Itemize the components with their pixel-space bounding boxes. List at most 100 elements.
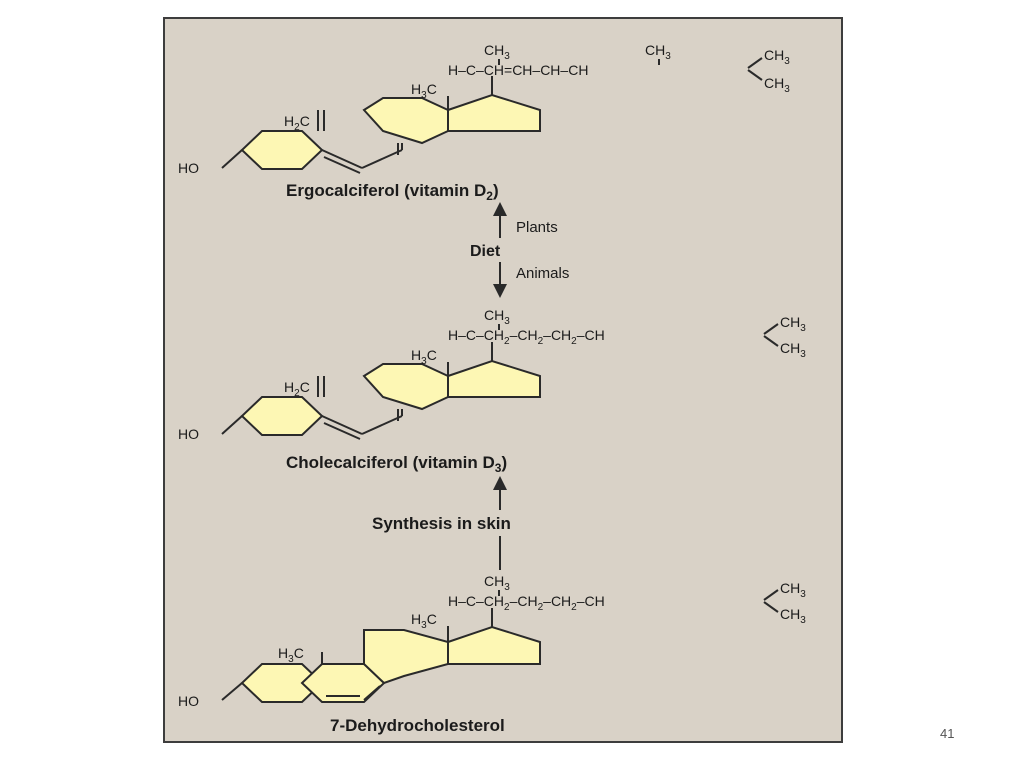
- sub-b: 3: [665, 51, 671, 62]
- hydroxyl-d3: HO: [178, 426, 199, 442]
- svg-text:CH3: CH3: [780, 580, 806, 600]
- diet-label: Diet: [470, 243, 501, 260]
- sub-o: 3: [800, 589, 806, 600]
- cholecalciferol-label: Cholecalciferol (vitamin D: [286, 453, 495, 472]
- methyl-c-d3: C: [427, 347, 437, 363]
- hydroxyl-d2: HO: [178, 160, 199, 176]
- sub-c: 3: [784, 56, 790, 67]
- svg-text:HO: HO: [178, 693, 199, 709]
- svg-text:Cholecalciferol (vitamin D3): Cholecalciferol (vitamin D3): [286, 453, 507, 475]
- side-chain-start-7dhc: H–C–CH: [448, 593, 504, 609]
- ring-c-d3: [362, 363, 449, 411]
- side-chain-ch-d3: –CH: [577, 327, 605, 343]
- ring-a-d2: [240, 130, 324, 170]
- plants-label: Plants: [516, 219, 558, 236]
- sub-d: 3: [784, 84, 790, 95]
- slide-number: 41: [940, 726, 955, 741]
- methyl-c-d2: C: [427, 81, 437, 97]
- sub-f: 2: [538, 336, 544, 347]
- svg-text:Ergocalciferol (vitamin D2): Ergocalciferol (vitamin D2): [286, 181, 499, 203]
- ring-a-d3: [240, 396, 324, 436]
- methyl-cd-sub: 3: [421, 620, 427, 631]
- sub-e: 2: [504, 336, 510, 347]
- svg-text:H2C: H2C: [284, 379, 310, 399]
- diet-arrows: Diet Plants Animals: [470, 202, 569, 298]
- methyl-h-d2: H: [411, 81, 421, 97]
- terminal-ch3-bottom-7dhc: CH: [780, 606, 800, 622]
- methylene-h-d2: H: [284, 113, 294, 129]
- sub-h: 3: [504, 316, 510, 327]
- methylene-c-d2: C: [300, 113, 310, 129]
- svg-text:H2C: H2C: [284, 113, 310, 133]
- methyl-h-d3: H: [411, 347, 421, 363]
- animals-label: Animals: [516, 265, 569, 282]
- methylene-c-d3: C: [300, 379, 310, 395]
- synthesis-label: Synthesis in skin: [372, 514, 511, 533]
- side-chain-d2: H–C–CH=CH–CH–CH: [448, 62, 588, 78]
- synthesis-arrow: Synthesis in skin: [372, 476, 511, 570]
- ring-d-d2: [447, 93, 541, 132]
- methyl-ab-c: C: [294, 645, 304, 661]
- side-chain-ch2b-7dhc: –CH: [543, 593, 571, 609]
- dehydrocholesterol-label: 7-Dehydrocholesterol: [330, 716, 505, 735]
- svg-text:HO: HO: [178, 160, 199, 176]
- dehydrocholesterol-structure: HO H3C H3C H–C–CH2–CH2–CH2–CH CH3 CH3 CH…: [178, 573, 806, 735]
- side-chain-ch2a-7dhc: –CH: [510, 593, 538, 609]
- terminal-ch3-bottom-d2: CH: [764, 75, 784, 91]
- methylene-h-d3: H: [284, 379, 294, 395]
- ring-d-7dhc: [447, 625, 541, 665]
- sub-g: 2: [571, 336, 577, 347]
- terminal-ch3-top-d3: CH: [780, 314, 800, 330]
- methylene-sub-d3: 2: [294, 388, 300, 399]
- ergocalciferol-sub: 2: [486, 189, 493, 203]
- side-chain-7dhc: H–C–CH2–CH2–CH2–CH: [448, 593, 605, 613]
- ring-d-d3: [447, 359, 541, 398]
- branch-ch3-d3: CH: [484, 307, 504, 323]
- methyl-cd-c: C: [427, 611, 437, 627]
- side-chain-ch-7dhc: –CH: [577, 593, 605, 609]
- svg-text:CH3: CH3: [780, 340, 806, 360]
- side-chain-d3: H–C–CH2–CH2–CH2–CH: [448, 327, 605, 347]
- svg-text:CH3: CH3: [764, 75, 790, 95]
- terminal-ch3-top-7dhc: CH: [780, 580, 800, 596]
- sub-n: 3: [504, 582, 510, 593]
- ring-c-d2: [362, 97, 449, 145]
- svg-text:H3C: H3C: [411, 347, 437, 367]
- terminal-ch3-bottom-d3: CH: [780, 340, 800, 356]
- sub-a: 3: [504, 51, 510, 62]
- ring-c-7dhc: [363, 629, 449, 685]
- side-chain-ch2a-d3: –CH: [510, 327, 538, 343]
- side-chain-ch2b-d3: –CH: [543, 327, 571, 343]
- branch-ch3-7dhc: CH: [484, 573, 504, 589]
- svg-text:CH3: CH3: [484, 42, 510, 62]
- cholecalciferol-structure: HO H2C H3C H–C–CH2–CH2–CH2–CH CH3 CH3 CH…: [178, 307, 806, 475]
- sub-l: 2: [538, 602, 544, 613]
- methylene-sub-d2: 2: [294, 122, 300, 133]
- cholecalciferol-sub: 3: [495, 461, 502, 475]
- terminal-ch3-top-d2: CH: [764, 47, 784, 63]
- branch-ch3-2-d2: CH: [645, 42, 665, 58]
- ergocalciferol-structure: HO H2C H3C H–C–CH=CH–CH–CH CH3 CH3 CH3 C…: [178, 42, 790, 203]
- sub-i: 3: [800, 323, 806, 334]
- svg-text:HO: HO: [178, 426, 199, 442]
- svg-text:H3C: H3C: [411, 611, 437, 631]
- svg-text:CH3: CH3: [484, 307, 510, 327]
- svg-text:CH3: CH3: [764, 47, 790, 67]
- svg-text:CH3: CH3: [645, 42, 671, 62]
- svg-text:CH3: CH3: [780, 314, 806, 334]
- methyl-sub-d3: 3: [421, 356, 427, 367]
- ergocalciferol-label: Ergocalciferol (vitamin D: [286, 181, 486, 200]
- ergocalciferol-close: ): [493, 181, 499, 200]
- svg-text:H3C: H3C: [278, 645, 304, 665]
- hydroxyl-7dhc: HO: [178, 693, 199, 709]
- svg-text:H3C: H3C: [411, 81, 437, 101]
- methyl-ab-sub: 3: [288, 654, 294, 665]
- sub-p: 3: [800, 615, 806, 626]
- methyl-ab-h: H: [278, 645, 288, 661]
- methyl-sub-d2: 3: [421, 90, 427, 101]
- svg-text:CH3: CH3: [484, 573, 510, 593]
- svg-text:CH3: CH3: [780, 606, 806, 626]
- methyl-cd-h: H: [411, 611, 421, 627]
- sub-k: 2: [504, 602, 510, 613]
